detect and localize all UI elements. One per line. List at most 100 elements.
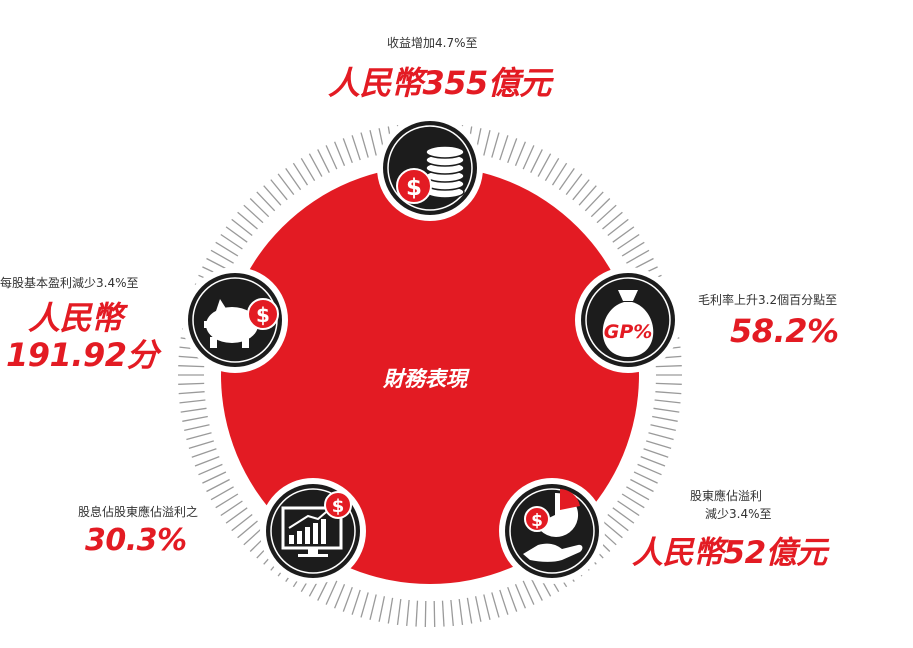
hatch-tick [655, 382, 682, 385]
hatch-tick [514, 141, 527, 167]
hatch-tick [202, 471, 227, 484]
dividend-value: 30.3% [85, 523, 187, 558]
hatch-tick [637, 463, 662, 476]
hatch-tick [215, 493, 239, 509]
hatch-tick [530, 577, 543, 601]
hatch-tick [433, 600, 436, 628]
hatch-tick [551, 162, 568, 186]
hatch-tick [198, 463, 223, 476]
profit-label-line1: 股東應佔溢利 [690, 489, 763, 503]
revenue-value: 人民幣355億元 [328, 64, 551, 102]
svg-text:GP%: GP% [604, 321, 653, 343]
piggy-bank-dollar-icon: $ [182, 267, 288, 373]
svg-text:$: $ [531, 511, 543, 531]
center-title: 財務表現 [383, 367, 467, 391]
hatch-tick [450, 599, 454, 626]
hatch-tick [342, 586, 353, 612]
hatch-tick [351, 589, 361, 615]
hatch-tick [648, 432, 674, 441]
svg-text:$: $ [332, 496, 345, 517]
hatch-tick [186, 432, 212, 441]
hatch-tick [325, 145, 338, 170]
hatch-tick [612, 507, 635, 524]
hatch-tick [602, 520, 623, 539]
hatch-tick [237, 211, 258, 230]
hatch-tick [424, 600, 427, 628]
hatch-tick [474, 596, 482, 622]
hatch-tick [458, 599, 464, 625]
hatch-tick [256, 191, 276, 212]
hatch-tick [215, 241, 239, 257]
hatch-tick [584, 191, 604, 212]
hatch-tick [191, 448, 217, 458]
hatch-tick [507, 586, 518, 612]
hatch-tick [237, 520, 258, 539]
hatch-tick [179, 399, 206, 404]
hatch-tick [441, 600, 445, 627]
hatch-tick [653, 407, 680, 413]
hatch-tick [292, 162, 309, 186]
hatch-tick [558, 168, 575, 191]
hatch-tick [300, 157, 316, 182]
hatch-tick [415, 600, 419, 627]
gross-margin-label: 毛利率上升3.2個百分點至 [698, 293, 838, 307]
hatch-tick [387, 597, 394, 624]
hatch-tick [210, 486, 234, 501]
hatch-tick [612, 226, 635, 243]
hatch-tick [231, 513, 253, 532]
hatch-tick [325, 580, 338, 605]
hatch-tick [277, 173, 295, 195]
hatch-tick [231, 218, 253, 237]
hatch-tick [483, 130, 491, 156]
hatch-tick [483, 594, 491, 620]
hatch-tick [621, 241, 645, 257]
hatch-tick [178, 365, 205, 368]
hatch-tick [210, 249, 234, 264]
hatch-tick [333, 583, 346, 609]
hatch-tick [650, 424, 676, 432]
hatch-tick [206, 478, 230, 493]
hatch-tick [621, 493, 645, 509]
hatch-tick [188, 440, 214, 450]
hatch-tick [178, 382, 205, 385]
hatch-tick [491, 592, 500, 618]
hand-pie-chart-dollar-icon: $ [499, 478, 605, 584]
profit-label-line2: 減少3.4%至 [705, 507, 772, 521]
hatch-tick [617, 500, 640, 517]
hatch-tick [626, 486, 650, 501]
hatch-tick [243, 204, 264, 224]
hatch-tick [578, 185, 597, 206]
hatch-tick [333, 141, 346, 167]
hatch-tick [243, 526, 264, 546]
hatch-tick [565, 173, 583, 195]
hatch-tick [351, 135, 361, 161]
eps-label: 每股基本盈利減少3.4%至 [0, 276, 139, 290]
hatch-tick [360, 132, 369, 158]
hatch-tick [633, 471, 658, 484]
hatch-tick [369, 594, 377, 620]
coin-stack-dollar-icon: $ [377, 115, 483, 221]
hatch-tick [499, 135, 509, 161]
hatch-tick [655, 365, 682, 368]
gross-margin-value: 58.2% [730, 312, 839, 350]
hatch-tick [530, 149, 543, 173]
hatch-tick [263, 185, 282, 206]
hatch-tick [652, 415, 678, 422]
hatch-tick [466, 597, 473, 624]
hatch-tick [572, 179, 590, 201]
hatch-tick [342, 138, 353, 164]
hatch-tick [180, 407, 207, 413]
eps-value-line2: 191.92分 [6, 336, 159, 374]
hatch-tick [369, 130, 377, 156]
hatch-tick [522, 580, 535, 605]
svg-text:$: $ [256, 303, 270, 327]
hatch-tick [630, 478, 654, 493]
hatch-tick [590, 198, 611, 218]
hatch-tick [602, 211, 623, 230]
hatch-tick [406, 599, 410, 626]
hatch-tick [596, 204, 617, 224]
hatch-tick [617, 233, 640, 250]
hatch-tick [184, 424, 210, 432]
hatch-tick [514, 583, 527, 609]
